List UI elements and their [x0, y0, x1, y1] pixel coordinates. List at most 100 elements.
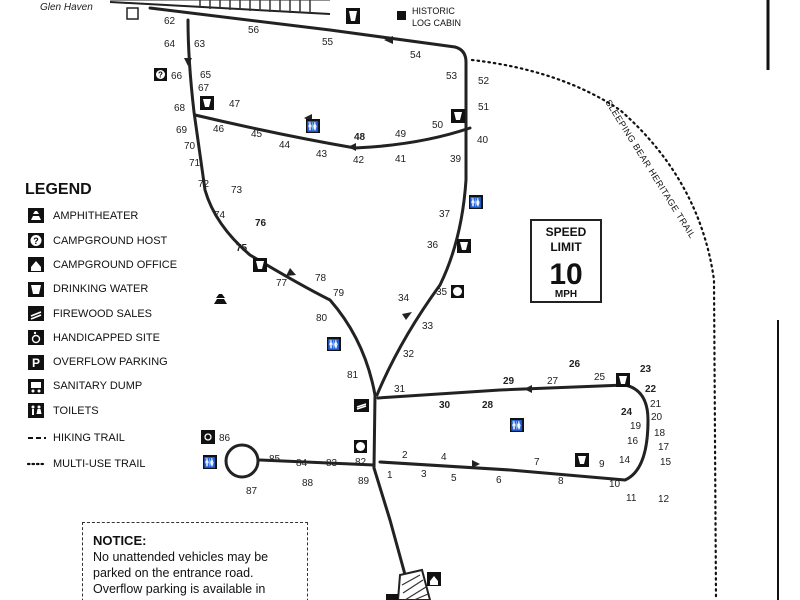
entrance-hatch — [396, 568, 432, 600]
site-number: 6 — [496, 475, 502, 486]
site-number: 48 — [354, 132, 366, 143]
site-number: 69 — [176, 125, 188, 136]
site-numbers: 62 63 64 55 56 54 53 52 51 66 65 67 68 4… — [164, 16, 672, 505]
campground-host-icon — [451, 285, 464, 298]
site-number: 2 — [402, 450, 408, 461]
overflow-parking-icon: P — [28, 355, 44, 370]
drinking-water-icon — [200, 96, 214, 110]
building-icon — [126, 7, 139, 20]
site-number: 19 — [630, 421, 642, 432]
historic-label-2: LOG CABIN — [412, 18, 461, 28]
site-number: 65 — [200, 70, 212, 81]
campground-office-icon — [427, 572, 441, 586]
site-number: 17 — [658, 442, 670, 453]
toilets-icon: 🚻 — [327, 337, 341, 351]
site-number: 82 — [355, 457, 367, 468]
multi-use-trail-path — [470, 58, 718, 600]
site-number: 26 — [569, 359, 581, 370]
site-number: 46 — [213, 124, 225, 135]
legend-label: CAMPGROUND HOST — [53, 235, 168, 247]
site-number: 3 — [421, 469, 427, 480]
site-number: 41 — [395, 154, 407, 165]
legend-label: HIKING TRAIL — [53, 432, 125, 444]
speed-unit: MPH — [555, 289, 577, 300]
site-number: 79 — [333, 288, 345, 299]
drinking-water-icon — [346, 8, 360, 24]
site-number: 11 — [626, 493, 637, 504]
legend-label: DRINKING WATER — [53, 283, 148, 295]
site-number: 32 — [403, 349, 415, 360]
svg-text:🚻: 🚻 — [307, 120, 319, 133]
site-number: 24 — [621, 407, 633, 418]
site-number: 68 — [174, 103, 186, 114]
site-number: 86 — [219, 433, 231, 444]
svg-text:🚻: 🚻 — [511, 419, 523, 432]
site-number: 81 — [347, 370, 359, 381]
speed-value: 10 — [549, 258, 582, 291]
campground-host-icon: ? — [28, 233, 44, 248]
site-number: 62 — [164, 16, 176, 27]
drinking-water-icon — [28, 282, 44, 297]
top-boundary-strip — [109, 0, 331, 15]
site-number: 66 — [171, 71, 183, 82]
drinking-water-icon — [451, 109, 465, 123]
svg-text:🚻: 🚻 — [328, 338, 340, 351]
site-number: 30 — [439, 400, 451, 411]
notice-box: NOTICE: No unattended vehicles may be pa… — [82, 522, 308, 600]
site-number: 37 — [439, 209, 451, 220]
site-number: 7 — [534, 457, 540, 468]
amphitheater-icon — [213, 292, 228, 304]
firewood-sales-icon — [354, 399, 369, 412]
speed-line2: LIMIT — [550, 240, 582, 254]
site-number: 47 — [229, 99, 241, 110]
site-number: 22 — [645, 384, 657, 395]
speed-line1: SPEED — [546, 225, 587, 239]
site-number: 76 — [255, 218, 267, 229]
drinking-water-icon — [616, 373, 630, 387]
site-number: 27 — [547, 376, 559, 387]
handicapped-site-icon — [28, 330, 44, 345]
site-number: 18 — [654, 428, 666, 439]
speed-limit-sign: SPEED LIMIT 10 MPH — [530, 219, 602, 303]
site-number: 14 — [619, 455, 631, 466]
direction-arrows — [184, 36, 532, 468]
site-number: 29 — [503, 376, 515, 387]
site-number: 40 — [477, 135, 489, 146]
legend-label: SANITARY DUMP — [53, 380, 142, 392]
legend-label: FIREWOOD SALES — [53, 308, 152, 320]
legend: LEGEND AMPHITHEATER ? CAMPGROUND HOST CA… — [25, 181, 177, 470]
site-number: 85 — [269, 454, 281, 465]
site-number: 63 — [194, 39, 206, 50]
notice-line: No unattended vehicles may be — [93, 550, 269, 564]
turnaround-circle — [224, 443, 260, 479]
svg-text:P: P — [32, 356, 40, 370]
legend-title: LEGEND — [25, 181, 92, 198]
site-number: 28 — [482, 400, 494, 411]
site-number: 50 — [432, 120, 444, 131]
site-number: 25 — [594, 372, 606, 383]
site-number: 84 — [296, 458, 308, 469]
site-number: 67 — [198, 83, 210, 94]
site-number: 21 — [650, 399, 662, 410]
place-label: Glen Haven — [40, 2, 93, 13]
amphitheater-icon — [28, 208, 44, 223]
site-number: 52 — [478, 76, 490, 87]
site-number: 77 — [276, 278, 288, 289]
handicapped-site-icon — [201, 430, 215, 444]
toilets-icon: 🚻 — [203, 455, 217, 469]
site-number: 73 — [231, 185, 243, 196]
site-number: 12 — [658, 494, 670, 505]
site-number: 49 — [395, 129, 407, 140]
drinking-water-icon — [253, 258, 267, 272]
road-network — [148, 6, 650, 600]
site-number: 88 — [302, 478, 314, 489]
site-number: 56 — [248, 25, 260, 36]
legend-label: TOILETS — [53, 405, 99, 417]
notice-title: NOTICE: — [93, 533, 147, 548]
site-number: 4 — [441, 452, 447, 463]
site-number: 35 — [436, 287, 448, 298]
site-number: 33 — [422, 321, 434, 332]
toilets-icon — [28, 403, 44, 418]
